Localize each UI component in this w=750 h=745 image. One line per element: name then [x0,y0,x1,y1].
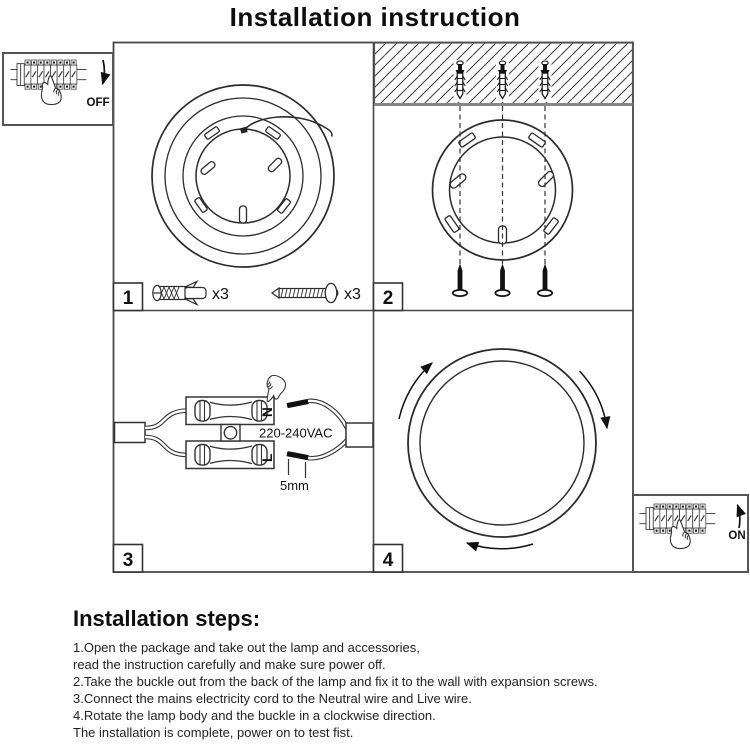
cord-screw [239,126,248,134]
left-cable [113,421,146,444]
wiring-drawing: N L 220-240VAC 5mm [113,372,374,493]
buckle-slots [194,126,292,224]
steps-heading: Installation steps: [73,606,261,631]
installation-diagram: OFF [2,41,749,573]
power-on-note: ON [632,494,749,573]
stripped-wire-end [286,451,309,461]
installation-steps: Installation steps: 1.Open the package a… [73,606,598,741]
anchor-qty-label: x3 [212,286,229,303]
panel-number: 3 [123,550,134,571]
expansion-anchor-icon [152,280,207,306]
screw-icon [270,282,339,304]
on-arrow-icon [736,503,746,529]
panel-number: 4 [383,550,394,571]
right-cable [345,422,374,448]
step-line: read the instruction carefully and make … [73,657,386,673]
live-terminal-label: L [260,454,275,462]
power-cord [243,116,333,137]
power-on-label: ON [728,530,745,542]
page-title: Installation instruction [229,2,521,32]
wall-anchor-icon [495,59,510,103]
stripped-wire-end [286,399,309,408]
step-line: 1.Open the package and take out the lamp… [73,640,420,656]
mounting-screw-icon [536,262,554,297]
panel-number-box: 3 [112,543,144,573]
dimension-ticks [287,459,307,478]
rotation-arrow [398,362,433,420]
panel-number-box: 2 [372,282,404,312]
off-arrow-icon [100,59,111,86]
panel-2: 2 [372,42,634,312]
step-line: 3.Connect the mains electricity cord to … [73,691,472,707]
panel-number: 2 [383,288,394,309]
rotation-arrow [465,541,534,552]
screw-qty-label: x3 [344,286,361,303]
panel-number-box: 4 [372,543,404,573]
mounting-screw-icon [494,262,511,297]
alignment-guide-lines [459,106,546,264]
power-off-label: OFF [87,97,110,109]
neutral-terminal-label: N [260,407,275,417]
step-line: 2.Take the buckle out from the back of t… [73,674,598,690]
step-line: 4.Rotate the lamp body and the buckle in… [73,708,436,724]
voltage-label: 220-240VAC [259,426,332,441]
lamp-body-drawing [407,348,597,538]
left-wires [144,408,189,458]
lamp-back-drawing [151,84,335,268]
panel-4: 4 [372,348,611,573]
panel-number-box: 1 [112,282,144,312]
wall-anchor-icon [537,59,553,103]
rotation-arrows [398,362,611,552]
wall-anchor-icon [452,59,468,103]
panel-3: N L 220-240VAC 5mm [112,372,374,573]
terminal-screw-block [220,423,241,442]
step-line: The installation is complete, power on t… [73,725,354,741]
right-wires [307,398,350,461]
mounting-screw-icon [451,262,469,297]
power-off-note: OFF [2,52,114,126]
panel-number: 1 [123,288,134,309]
rotation-arrow [578,370,611,430]
strip-length-label: 5mm [280,478,309,493]
panel-1: x3 x3 1 [112,84,361,312]
